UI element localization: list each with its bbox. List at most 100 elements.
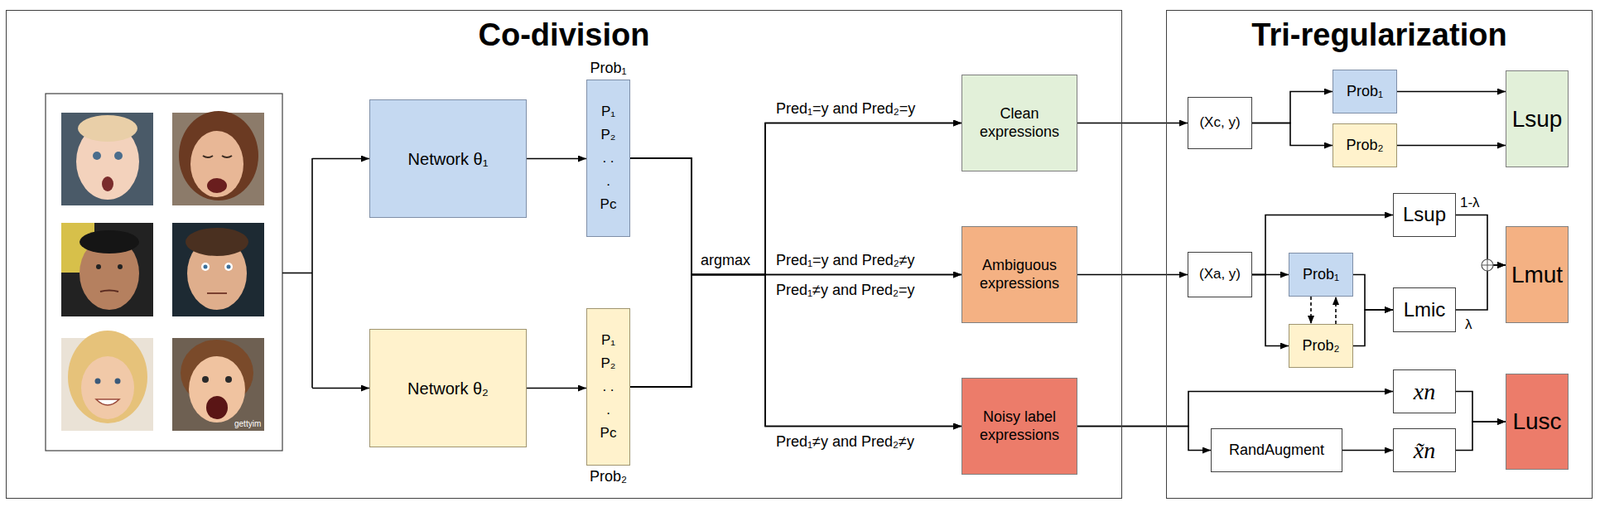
box-label: Lmut: [1511, 260, 1563, 290]
probability-vector: P₁ P₂ . . . PcProb₂: [586, 308, 631, 466]
face-eye: [114, 151, 123, 160]
watermark-text: gettyim: [234, 419, 261, 429]
probability-box: Prob₁: [1288, 252, 1354, 297]
network-box: Network θ₂: [369, 328, 527, 448]
sample-box: x̃n: [1392, 428, 1456, 473]
augment-box: RandAugment: [1210, 428, 1343, 473]
operation-label: argmax: [700, 251, 751, 270]
vector-entries: P₁ P₂ . . . Pc: [600, 328, 617, 445]
face-photo: [172, 337, 265, 431]
box-label: Clean expressions: [965, 105, 1074, 141]
box-label: (Xc, y): [1199, 114, 1240, 131]
probability-box: Prob₁: [1332, 69, 1398, 114]
face-photo: [61, 112, 154, 206]
flow-arrow: [1353, 274, 1393, 311]
box-label: RandAugment: [1228, 441, 1325, 460]
probability-vector: Prob₁P₁ P₂ . . . Pc: [586, 79, 631, 237]
edge-label: λ: [1464, 316, 1474, 333]
flow-arrow: [1455, 215, 1506, 266]
edge-label: Pred₁≠y and Pred₂=y: [775, 281, 916, 299]
flow-arrow: [1397, 144, 1506, 147]
subset-box: Clean expressions: [961, 74, 1078, 172]
sum-circle: [1481, 259, 1494, 271]
flow-arrow: [1455, 421, 1506, 451]
probability-box: Prob₂: [1332, 123, 1398, 168]
face-mouth: [100, 290, 119, 293]
flow-arrow: [1077, 426, 1211, 451]
face-eye: [224, 262, 233, 271]
loss-box: Lsup: [1505, 70, 1569, 168]
face-mouth: [96, 399, 120, 405]
flow-arrow: [1252, 123, 1333, 146]
face-photo: [172, 222, 265, 317]
face-hair: [77, 115, 138, 142]
loss-box: Lmic: [1392, 287, 1456, 333]
box-label: Prob₁: [1346, 82, 1384, 102]
face-skin: [190, 130, 244, 198]
face-hair: [178, 110, 259, 201]
input-wire: [312, 387, 370, 390]
face-eye: [202, 375, 209, 383]
flow-arrow: [1077, 391, 1393, 427]
flow-arrow: [1077, 122, 1188, 125]
flow-arrow: [1353, 309, 1393, 347]
sample-box: xn: [1392, 369, 1456, 414]
face-mouth: [206, 395, 228, 420]
input-pair-box: (Xa, y): [1187, 251, 1253, 298]
flow-arrow: [630, 158, 962, 275]
vector-label: Prob₂: [589, 467, 627, 486]
face-eye: [117, 264, 123, 270]
box-label: Prob₁: [1302, 265, 1340, 285]
stage-panel: Network θ₁Network θ₂Prob₁P₁ P₂ . . . PcP…: [5, 9, 1123, 499]
panel-title: Co-division: [6, 17, 1122, 54]
photo-ground: [172, 222, 265, 317]
box-label: Prob₂: [1345, 136, 1384, 155]
flow-arrow: [630, 123, 962, 388]
network-box: Network θ₁: [369, 99, 527, 218]
flow-arrow: [1397, 91, 1506, 93]
face-skin: [188, 356, 246, 423]
subset-box: Noisy label expressions: [961, 377, 1078, 475]
sum-cross: [1481, 259, 1494, 271]
face-eye: [225, 375, 232, 383]
face-mouth: [207, 292, 227, 294]
probability-box: Prob₂: [1288, 323, 1354, 368]
face-hair: [67, 330, 148, 424]
box-label: Noisy label expressions: [965, 408, 1074, 444]
flow-arrow: [1252, 91, 1333, 124]
face-skin: [81, 356, 135, 420]
edge-label: Pred₁≠y and Pred₂≠y: [775, 433, 916, 451]
face-eye: [202, 155, 232, 158]
box-label: x̃n: [1413, 436, 1436, 465]
face-photo: [61, 222, 154, 317]
flow-arrow: [1342, 449, 1393, 452]
flow-arrow: [1077, 274, 1188, 276]
panel-title: Tri-regularization: [1166, 17, 1592, 54]
loss-box: Lsup: [1392, 192, 1456, 237]
face-eye: [92, 151, 102, 160]
box-label: Prob₂: [1301, 337, 1340, 356]
vector-entries: P₁ P₂ . . . Pc: [600, 100, 617, 217]
box-label: Lsup: [1402, 202, 1446, 227]
face-mouth: [101, 176, 114, 192]
flow-arrow: [526, 158, 587, 160]
face-photo: [172, 110, 265, 206]
face-hair: [185, 227, 249, 256]
flow-arrow: [1455, 265, 1506, 310]
vector-label: Prob₁: [589, 59, 627, 78]
face-eye: [115, 378, 121, 385]
box-label: Lsup: [1512, 105, 1563, 134]
face-eye: [201, 262, 210, 271]
face-eye: [96, 264, 102, 270]
loss-box: Lusc: [1505, 373, 1569, 470]
input-wire: [312, 158, 370, 160]
mutual-arrow: [1310, 296, 1312, 324]
flow-arrow: [1252, 274, 1289, 347]
flow-arrow: [630, 123, 962, 275]
stage-panel: (Xc, y)Prob₁Prob₂Lsup(Xa, y)LsupProb₁Pro…: [1166, 9, 1593, 499]
input-wire: [282, 158, 313, 388]
edge-label: Pred₁=y and Pred₂≠y: [775, 251, 916, 270]
box-label: Lusc: [1512, 407, 1562, 436]
box-label: Network θ₂: [407, 378, 489, 399]
